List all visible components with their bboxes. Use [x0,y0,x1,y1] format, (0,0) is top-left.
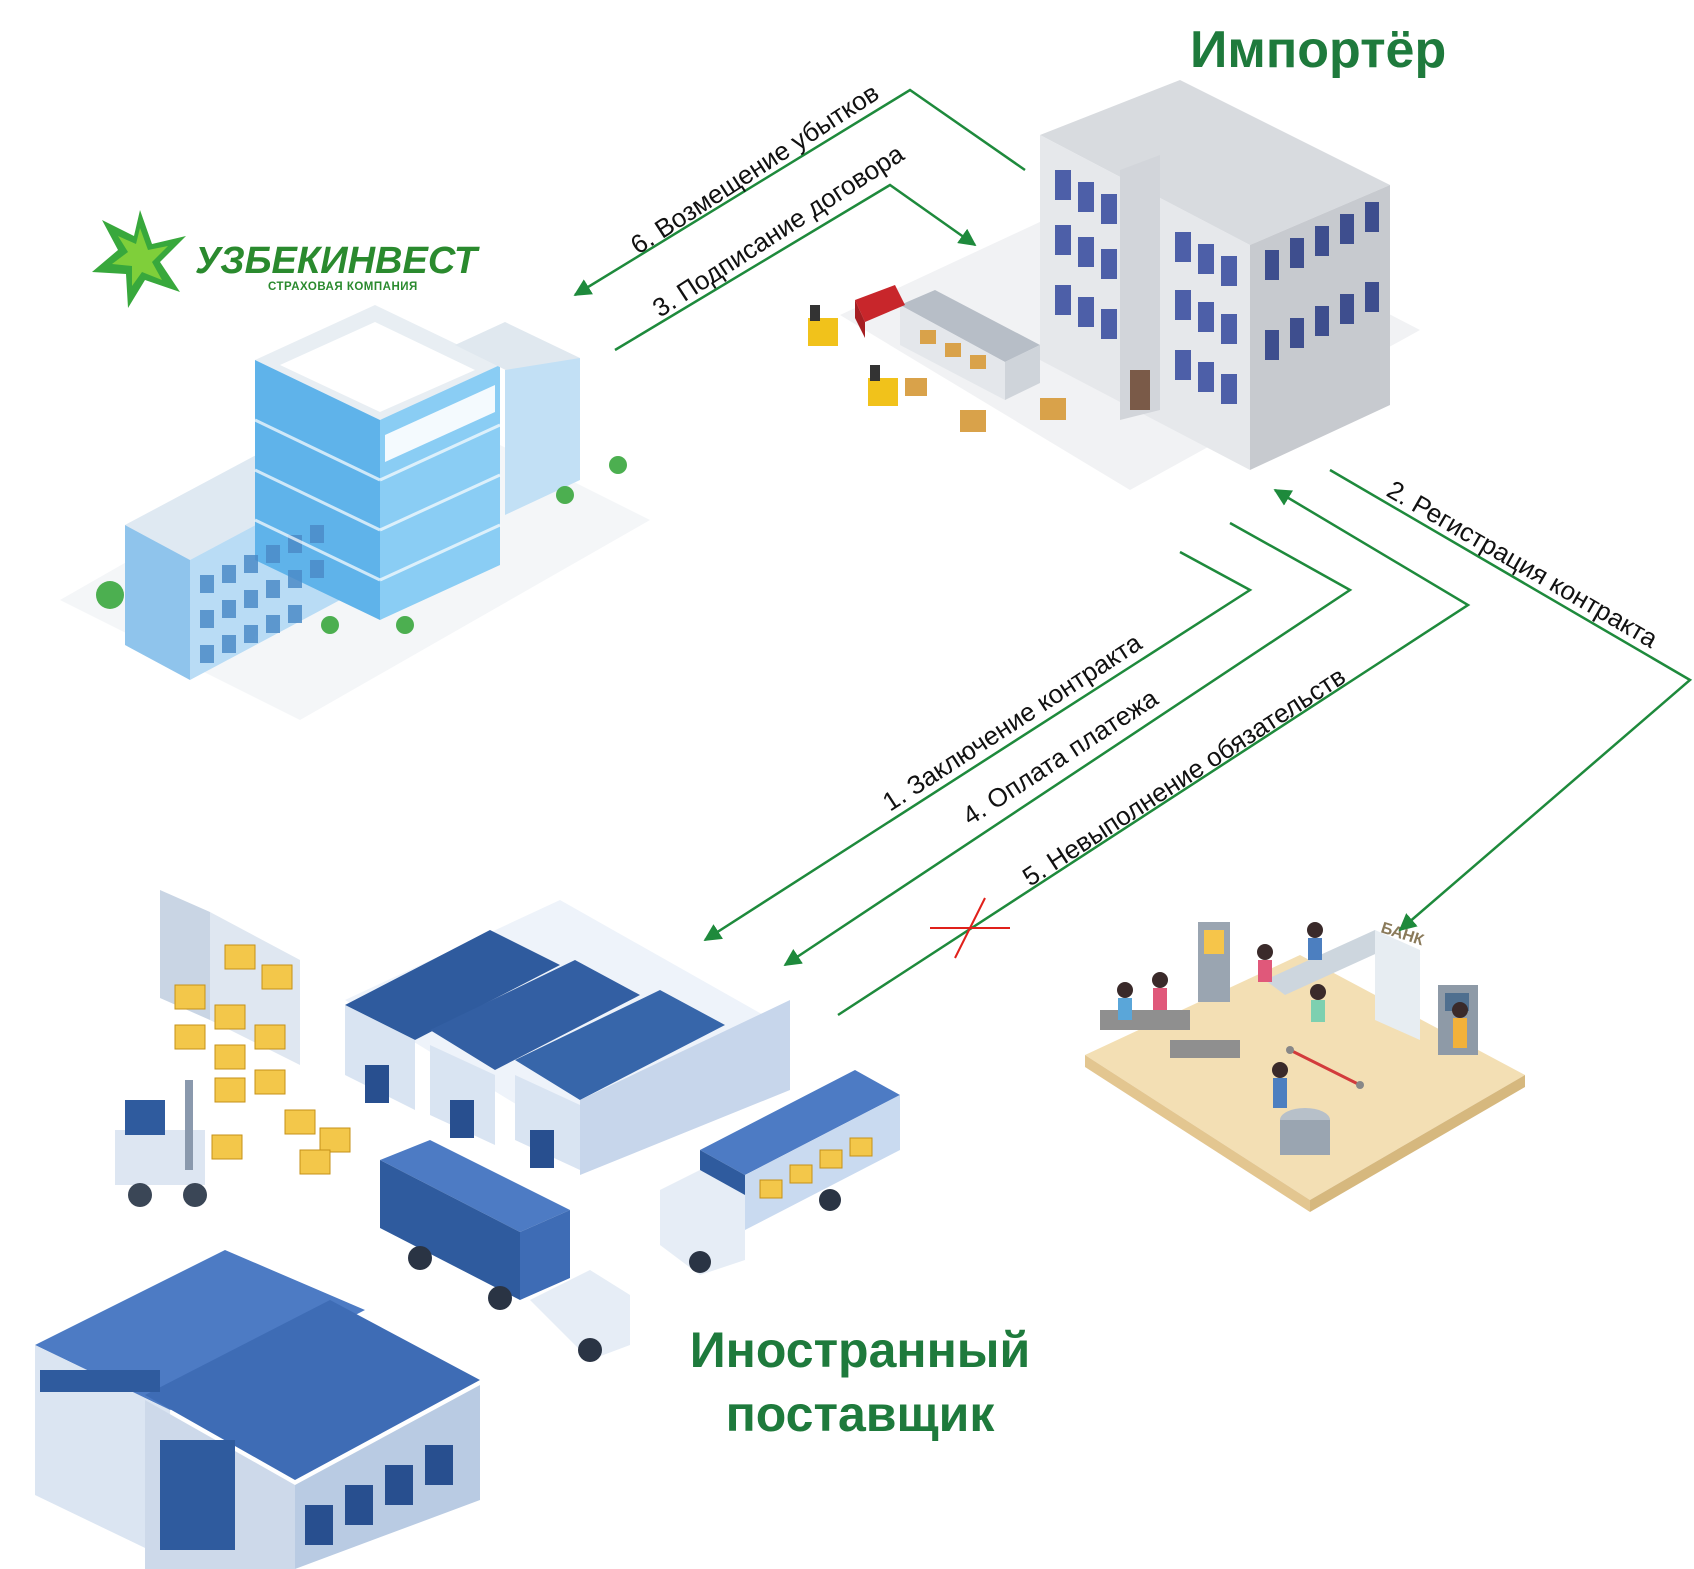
insurer-name: УЗБЕКИНВЕСТ [195,240,480,282]
delivery-truck [855,285,1040,400]
supplier-warehouses [35,890,900,1569]
bank-hall: БАНК [1085,920,1525,1212]
supplier-title-line-1: Иностранный [689,1322,1031,1378]
cargo-truck [660,1070,900,1275]
storage-rack [160,890,300,1103]
arrow-step-1 [703,550,1253,942]
forklift-icon [115,1080,351,1207]
forklift-icon [808,305,898,406]
supplier-title-line-2: поставщик [725,1386,995,1442]
insurer-logo: УЗБЕКИНВЕСТ СТРАХОВАЯ КОМПАНИЯ [92,210,480,308]
arrow-step-4 [783,521,1353,967]
step-2-label: 2. Регистрация контракта [1382,474,1663,654]
flow-arrows [573,88,1693,1017]
importer-building [808,80,1420,490]
arrow-step-2 [1329,468,1693,932]
supplier-title: Иностранный поставщик [650,1318,1070,1446]
arrow-step-5 [837,488,1471,1017]
insurer-building [60,305,650,720]
arrow-step-3 [614,183,977,352]
importer-title: Импортёр [1190,21,1447,79]
warehouse-row [345,900,790,1175]
arrow-step-6 [573,88,1026,297]
insurer-subtitle: СТРАХОВАЯ КОМПАНИЯ [268,281,418,293]
main-warehouse [35,1250,480,1569]
star-emblem-icon [92,210,186,308]
container-truck [380,1140,630,1362]
failure-cross-icon [930,897,1010,959]
